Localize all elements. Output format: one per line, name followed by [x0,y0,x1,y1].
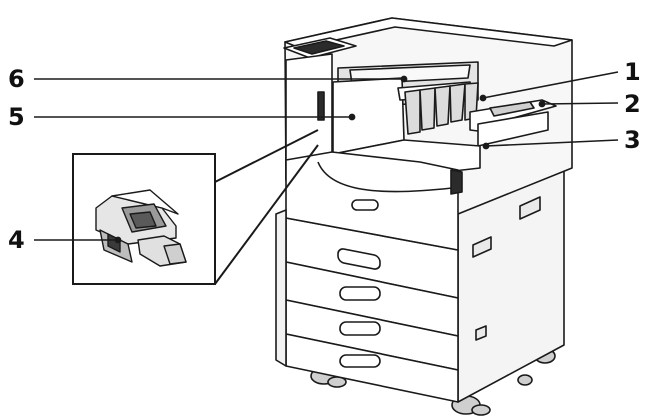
callout-label-4: 4 [8,226,25,254]
leader-dot [114,236,122,244]
leader-dot [348,113,356,121]
callout-labels: 1 2 3 4 5 6 [8,58,641,254]
staple-cartridge [95,189,187,267]
tray-handle [339,354,381,368]
callout-leaders [34,71,619,244]
side-handle [475,325,487,341]
finisher-paddles [404,82,479,135]
paper-trays [285,217,459,403]
leader-2 [541,102,619,105]
leader-dot [479,94,487,102]
side-handle [472,236,492,258]
callout-label-5: 5 [8,103,25,131]
callout-label-2: 2 [624,90,641,118]
base-left-edge [275,209,287,367]
leader-1 [482,71,619,99]
leader-3 [485,139,619,147]
front-door-handle [351,199,379,211]
tray-handle [339,321,381,336]
callout-label-6: 6 [8,65,25,93]
leader-dot [482,142,490,150]
finisher-lower-tray [477,111,549,147]
staple-cartridge-inset [72,129,319,285]
side-handle [519,196,541,220]
leader-dot [400,75,408,83]
callout-label-1: 1 [624,58,641,86]
tray-handle [339,286,381,301]
front-slot [317,91,325,121]
tray-handle [337,248,381,270]
callout-label-3: 3 [624,126,641,154]
printer-illustration [275,17,573,416]
leader-dot [538,100,546,108]
door-latch [450,169,463,195]
